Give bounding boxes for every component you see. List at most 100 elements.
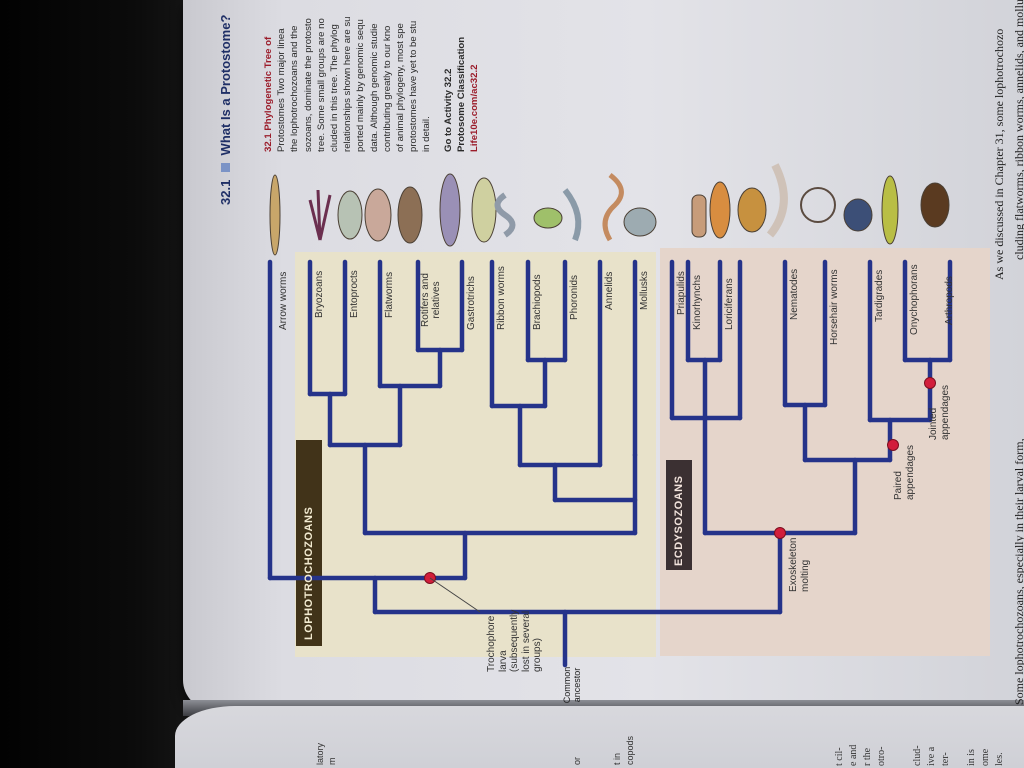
- caption-line: Protostomes Two major linea: [276, 28, 288, 152]
- figure-caption: 32.1 Phylogenetic Tree of Protostomes Tw…: [262, 17, 481, 152]
- arrow-worm-illustration: [269, 174, 281, 256]
- left-page-fragment: m: [327, 757, 337, 766]
- left-page-fragment: t cil-: [834, 747, 845, 766]
- section-number: 32.1: [218, 179, 233, 205]
- trochophore-leader-line: [429, 577, 481, 613]
- brachiopod-illustration: [533, 207, 563, 229]
- left-page-fragment: t in: [612, 752, 622, 765]
- trochophore-line: Trochophore: [486, 615, 497, 672]
- bottom-text-right: As we discussed in Chapter 31, some loph…: [992, 28, 1006, 280]
- taxon-label: Horsehair worms: [829, 269, 840, 345]
- left-page-fragment: clud-: [912, 745, 923, 766]
- taxon-label: Nematodes: [789, 268, 800, 320]
- activity-title: Protosome Classification: [455, 36, 467, 152]
- section-square-icon: [221, 163, 230, 173]
- trochophore-line: lost in several: [520, 610, 532, 672]
- taxon-label: Mollusks: [639, 271, 650, 310]
- exoskeleton-line: Exoskeleton: [788, 537, 799, 592]
- paired-line: Paired: [893, 471, 904, 500]
- caption-line: the lophotrochozoans and the: [289, 25, 301, 152]
- taxon-label: Tardigrades: [874, 269, 885, 322]
- exoskeleton-dot: [774, 527, 786, 539]
- trochophore-label: Trochophore larva (subsequently lost in …: [486, 610, 544, 672]
- mollusk-illustration: [623, 207, 657, 237]
- jointed-appendages-label: Jointed appendages: [928, 385, 951, 440]
- bottom-text-right-2: cluding flatworms, ribbon worms, annelid…: [1012, 0, 1024, 260]
- caption-title: 32.1 Phylogenetic Tree of: [263, 36, 274, 152]
- organism-illustrations: [269, 163, 950, 256]
- bryozoan-illustration: [308, 189, 332, 241]
- exoskeleton-label: Exoskeleton molting: [788, 538, 811, 592]
- gastrotrich-illustration: [439, 173, 461, 247]
- taxon-label: Bryozoans: [314, 270, 325, 318]
- left-page-fragment: e and: [848, 744, 859, 766]
- entoproct-illustration: [337, 190, 363, 240]
- loriciferan-illustration: [737, 187, 767, 233]
- kinorhynch-illustration: [709, 181, 731, 239]
- flatworm-illustration: [364, 188, 392, 242]
- activity-heading: Go to Activity 32.2: [442, 68, 454, 152]
- left-page-fragment: ter-: [940, 752, 951, 766]
- rotifer-illustration: [397, 186, 423, 244]
- common-ancestor-label: Common ancestor: [562, 655, 582, 715]
- taxon-label: Rotifers and relatives: [420, 273, 442, 327]
- caption-line: of animal phylogeny, most spe: [395, 23, 407, 152]
- activity-link[interactable]: Life10e.com/ac32.2: [469, 64, 481, 152]
- dark-background-left: [0, 0, 190, 768]
- taxon-label: Kinorhynchs: [692, 274, 703, 330]
- phoronid-illustration: [562, 188, 582, 242]
- jointed-line: Jointed: [928, 407, 939, 440]
- lopho-title-box: [296, 440, 322, 646]
- root-label-text: Common ancestor: [562, 666, 582, 704]
- ecdysozoans-label: ECDYSOZOANS: [673, 475, 685, 566]
- jointed-appendages-dot: [924, 377, 936, 389]
- book-page-left: [175, 706, 1024, 768]
- gastrotrich2-illustration: [471, 177, 497, 243]
- taxon-label: Annelids: [604, 271, 615, 310]
- horsehair-worm-illustration: [800, 187, 836, 223]
- bottom-text-left: Some lophotrochozoans, especially in the…: [1012, 438, 1024, 705]
- taxon-label: Loriciferans: [724, 278, 735, 330]
- tardigrade-illustration: [843, 198, 873, 232]
- left-page-fragment: or: [572, 756, 582, 765]
- taxon-label: Arrow worms: [278, 271, 289, 330]
- onychophoran-illustration: [881, 175, 899, 245]
- taxon-label: Entoprocts: [349, 270, 360, 318]
- taxon-label: Phoronids: [569, 274, 580, 320]
- lophotrochozoan-panel: [295, 252, 656, 657]
- left-page-fragment: ome: [980, 748, 991, 766]
- taxon-label: Priapulids: [676, 271, 687, 315]
- nematode-illustration: [766, 163, 788, 238]
- taxon-label: Flatworms: [384, 271, 395, 318]
- paired-line: appendages: [904, 444, 916, 500]
- annelid-illustration: [602, 173, 624, 242]
- left-page-fragment: copods: [625, 735, 635, 765]
- synapomorphy-dots: [424, 377, 936, 584]
- section-header: 32.1 What Is a Protostome?: [218, 15, 233, 205]
- caption-line: cluded in this tree. The phylog: [329, 24, 341, 152]
- taxon-label: Brachiopods: [532, 274, 543, 330]
- caption-line: tree. Some small groups are no: [315, 18, 327, 152]
- section-title: What Is a Protostome?: [218, 14, 233, 156]
- trochophore-line: (subsequently: [509, 609, 520, 672]
- arthropod-illustration: [920, 182, 950, 228]
- caption-line: sozoans, dominate the protosto: [302, 18, 314, 152]
- taxon-label: Ribbon worms: [496, 266, 507, 330]
- ecdy-title-box: [666, 460, 692, 570]
- taxon-label: Arthropods: [944, 276, 955, 325]
- exoskeleton-line: molting: [799, 559, 811, 592]
- taxon-label: Onychophorans: [909, 264, 920, 335]
- priapulid-illustration: [691, 194, 707, 238]
- caption-line: relationships shown here are su: [342, 16, 354, 152]
- caption-line: protostomes have yet to be stu: [408, 20, 420, 152]
- left-page-fragment: latory: [315, 742, 325, 765]
- lophotrochozoans-label: LOPHOTROCHOZOANS: [303, 506, 315, 640]
- paired-appendages-label: Paired appendages: [893, 445, 916, 500]
- taxon-label: Gastrotrichs: [466, 276, 477, 330]
- left-page-fragment: r the: [862, 747, 873, 766]
- left-page-fragment: les.: [994, 752, 1005, 766]
- caption-line: ported mainly by genomic sequ: [355, 19, 367, 152]
- tree-branches: [267, 259, 953, 668]
- jointed-line: appendages: [939, 384, 951, 440]
